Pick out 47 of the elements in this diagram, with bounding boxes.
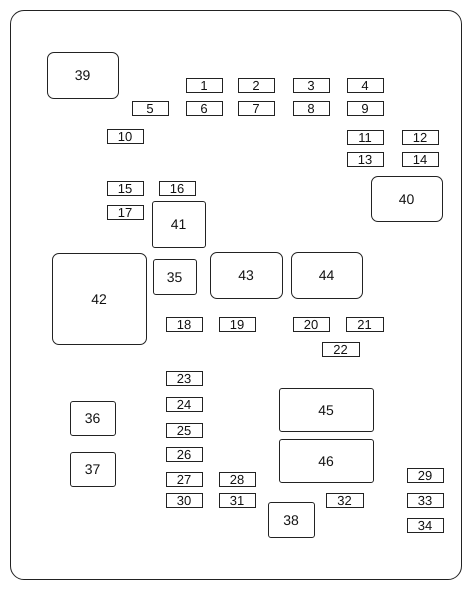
fuse-slot: 31 xyxy=(218,492,256,508)
fuse-slot: 34 xyxy=(406,518,444,532)
fuse-slot: 25 xyxy=(166,422,202,438)
fuse-slot: 11 xyxy=(346,130,384,144)
relay-slot: 44 xyxy=(290,252,362,298)
fuse-slot: 21 xyxy=(346,316,384,332)
fuse-slot: 20 xyxy=(292,316,330,332)
fuse-slot: 23 xyxy=(166,370,202,386)
fuse-slot: 30 xyxy=(166,492,202,508)
fuse-slot: 27 xyxy=(166,472,202,486)
relay-slot: 42 xyxy=(52,252,146,344)
fuse-slot: 32 xyxy=(326,492,364,508)
fuse-panel xyxy=(10,10,462,580)
relay-slot: 39 xyxy=(46,52,118,98)
relay-slot: 41 xyxy=(152,200,206,248)
fuse-slot: 4 xyxy=(346,78,384,92)
fuse-slot: 33 xyxy=(406,492,444,508)
fuse-slot: 13 xyxy=(346,152,384,166)
relay-slot: 45 xyxy=(278,388,374,432)
fuse-slot: 22 xyxy=(322,342,360,356)
fuse-slot: 26 xyxy=(166,446,202,462)
relay-slot: 36 xyxy=(70,400,116,436)
relay-slot: 46 xyxy=(278,438,374,482)
fuse-slot: 3 xyxy=(292,78,330,92)
relay-slot: 40 xyxy=(370,176,442,222)
fuse-slot: 15 xyxy=(106,180,144,196)
relay-slot: 35 xyxy=(152,258,196,294)
fuse-slot: 12 xyxy=(402,130,438,144)
fuse-slot: 24 xyxy=(166,396,202,412)
fuse-slot: 8 xyxy=(292,100,330,116)
fuse-slot: 5 xyxy=(132,100,168,116)
fuse-slot: 28 xyxy=(218,472,256,486)
relay-slot: 43 xyxy=(210,252,282,298)
fuse-slot: 10 xyxy=(106,128,144,144)
fuse-slot: 16 xyxy=(158,180,196,196)
fuse-slot: 18 xyxy=(166,316,202,332)
fuse-slot: 2 xyxy=(238,78,274,92)
fuse-slot: 7 xyxy=(238,100,274,116)
fuse-slot: 19 xyxy=(218,316,256,332)
fuse-slot: 1 xyxy=(186,78,222,92)
relay-slot: 38 xyxy=(268,502,314,538)
fuse-slot: 6 xyxy=(186,100,222,116)
fuse-slot: 17 xyxy=(106,204,144,220)
fuse-slot: 29 xyxy=(406,468,444,482)
fuse-slot: 14 xyxy=(402,152,438,166)
relay-slot: 37 xyxy=(70,452,116,486)
fuse-slot: 9 xyxy=(346,100,384,116)
